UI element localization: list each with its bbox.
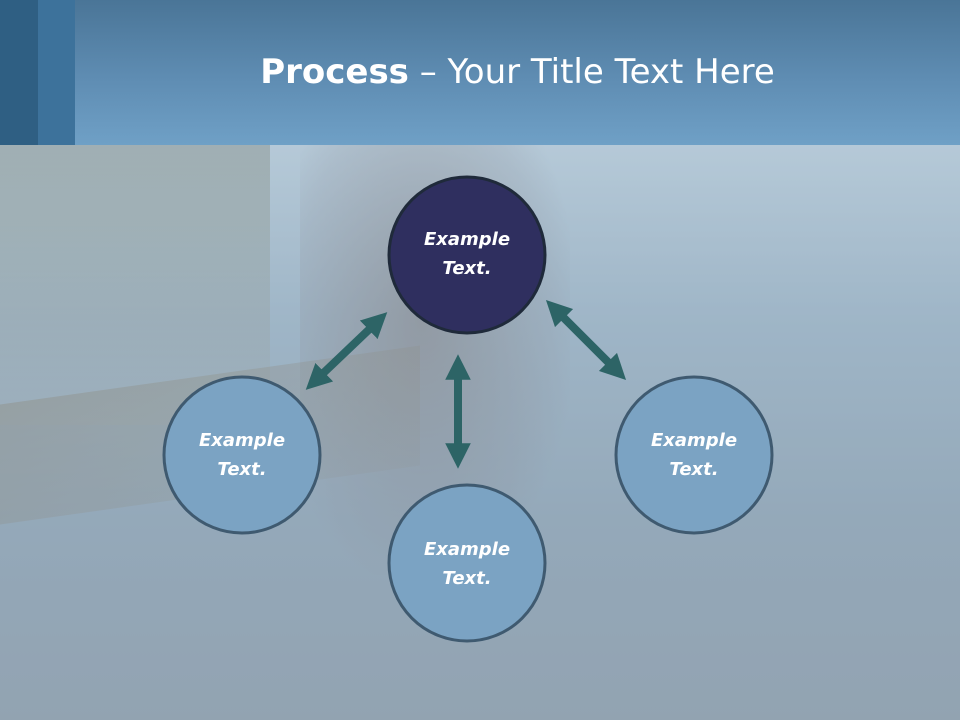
- arrow-top-right[interactable]: [545, 299, 627, 381]
- title-bar: [0, 0, 960, 145]
- accent-strip-dark: [0, 0, 38, 145]
- node-right-circle[interactable]: [614, 375, 774, 535]
- node-bottom-circle[interactable]: [387, 483, 547, 643]
- title-bold: Process: [260, 52, 409, 92]
- node-left-label: Example Text.: [198, 430, 286, 480]
- node-top-circle[interactable]: [387, 175, 547, 335]
- accent-strip-light: [38, 0, 75, 145]
- node-top-label: Example Text.: [423, 229, 511, 279]
- title-rest: – Your Title Text Here: [408, 52, 775, 92]
- node-right-label: Example Text.: [650, 430, 738, 480]
- slide-title[interactable]: Process – Your Title Text Here: [75, 52, 960, 92]
- arrow-top-left[interactable]: [305, 312, 388, 390]
- node-left-circle[interactable]: [162, 375, 322, 535]
- node-bottom-label: Example Text.: [423, 539, 511, 589]
